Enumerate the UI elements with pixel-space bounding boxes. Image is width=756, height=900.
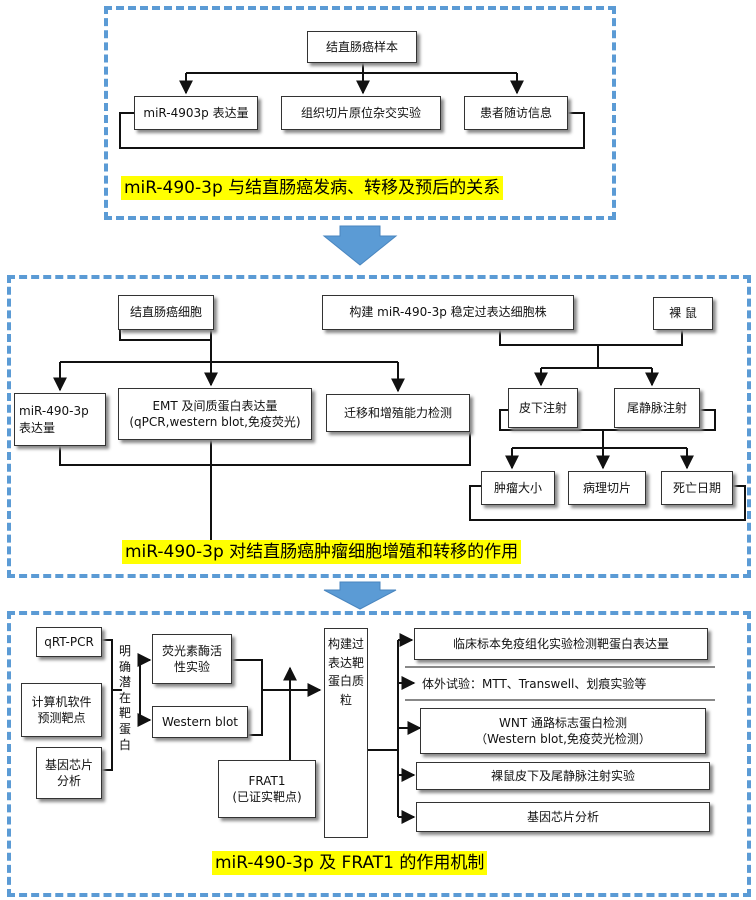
node-subcutaneous: 皮下注射 [508,388,578,428]
wnt-line-1: WNT 通路标志蛋白检测 [499,715,627,730]
s2-injection-bracket [499,409,716,431]
node-mir-expression: miR-4903p 表达量 [134,96,258,130]
node-western-blot: Western blot [152,706,248,738]
node-frat1: FRAT1 (已证实靶点) [218,760,316,818]
node-gene-chip-right: 基因芯片分析 [416,802,710,832]
node-wnt-pathway: WNT 通路标志蛋白检测 （Western blot,免疫荧光检测） [420,708,706,754]
emt-line-2: (qPCR,western blot,免疫荧光) [129,415,301,429]
node-death-date: 死亡日期 [661,471,733,505]
node-pathology: 病理切片 [568,471,646,505]
banner-section-1: miR-490-3p 与结直肠癌发病、转移及预后的关系 [121,176,504,201]
node-emt-protein: EMT 及间质蛋白表达量 (qPCR,western blot,免疫荧光) [118,388,312,440]
node-qrt-pcr: qRT-PCR [36,627,102,657]
node-gene-chip-left: 基因芯片分析 [36,747,102,799]
panel-section-1 [104,6,616,220]
node-build-plasmid: 构建过表达靶蛋白质粒 [324,628,368,838]
node-luciferase: 荧光素酶活性实验 [152,634,232,684]
node-software-prediction: 计算机软件预测靶点 [21,683,102,737]
s2-cells-connector [119,330,211,341]
s2-left-bottom-bracket [59,432,471,466]
wnt-line-2: （Western blot,免疫荧光检测） [475,732,651,746]
node-ihc-clinical: 临床标本免疫组化实验检测靶蛋白表达量 [414,628,708,660]
s3-left-bracket [102,639,113,771]
node-nude-mouse-injection: 裸鼠皮下及尾静脉注射实验 [416,762,710,790]
node-migration-proliferation: 迁移和增殖能力检测 [326,394,470,432]
node-mir-expression-level: miR-490-3p 表达量 [14,393,106,446]
s2-right-top-bracket [499,325,683,346]
label-confirm-target: 明确潜在靶蛋白 [118,644,131,752]
node-ish-experiment: 组织切片原位杂交实验 [281,96,441,130]
transition-arrow-2 [323,581,397,610]
node-tumor-size: 肿瘤大小 [481,471,555,505]
transition-arrow-1 [322,225,398,266]
panel-section-3 [7,611,751,897]
panel-section-2 [7,275,751,578]
s1-bottom-bracket [119,112,585,149]
banner-section-3: miR-490-3p 及 FRAT1 的作用机制 [212,851,488,876]
s2-results-bracket [469,485,746,521]
node-crc-sample: 结直肠癌样本 [307,31,417,63]
frat1-line-1: FRAT1 [248,773,286,788]
node-followup: 患者随访信息 [464,96,568,130]
node-crc-cells: 结直肠癌细胞 [118,295,214,330]
node-nude-mice: 裸 鼠 [653,297,713,330]
emt-line-1: EMT 及间质蛋白表达量 [152,398,278,413]
frat1-line-2: (已证实靶点) [232,790,302,804]
node-tail-vein: 尾静脉注射 [614,388,700,428]
node-construct-stable-line: 构建 miR-490-3p 稳定过表达细胞株 [322,295,574,330]
banner-section-2: miR-490-3p 对结直肠癌肿瘤细胞增殖和转移的作用 [122,540,522,565]
node-in-vitro: 体外试验：MTT、Transwell、划痕实验等 [422,676,647,691]
